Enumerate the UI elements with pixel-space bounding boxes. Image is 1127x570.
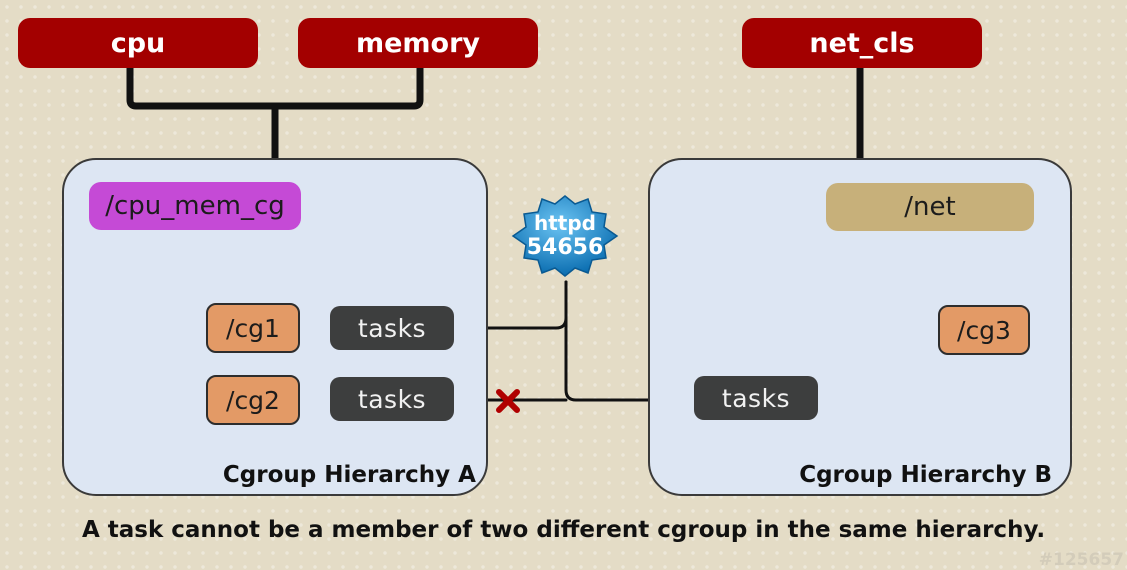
hierarchy-a-title: Cgroup Hierarchy A — [222, 462, 476, 488]
task-name: httpd — [534, 210, 596, 235]
subsystem-memory: memory — [298, 18, 538, 68]
cpu-memory-link — [126, 60, 424, 164]
tasks-file-cg3: tasks — [694, 376, 818, 420]
cgroup-root-cpu-mem-cg: /cpu_mem_cg — [89, 182, 301, 230]
task-httpd-badge: httpd 54656 — [509, 193, 621, 279]
cgroup-cg2: /cg2 — [206, 375, 300, 425]
cgroup-cg1: /cg1 — [206, 303, 300, 353]
httpd-link-cg3 — [564, 280, 696, 402]
cgroup-root-net: /net — [826, 183, 1034, 231]
task-pid: 54656 — [526, 234, 604, 260]
tasks-file-cg1: tasks — [330, 306, 454, 350]
subsystem-cpu: cpu — [18, 18, 258, 68]
diagram-caption: A task cannot be a member of two differe… — [81, 517, 1046, 543]
conflict-x-icon — [496, 389, 520, 413]
task-badge-shape — [511, 195, 619, 277]
hierarchy-b-title: Cgroup Hierarchy B — [799, 462, 1052, 488]
figure-id-watermark: #125657 — [1038, 550, 1124, 570]
cgroup-cg3: /cg3 — [938, 305, 1030, 355]
tasks-file-cg2: tasks — [330, 377, 454, 421]
subsystem-net-cls: net_cls — [742, 18, 982, 68]
